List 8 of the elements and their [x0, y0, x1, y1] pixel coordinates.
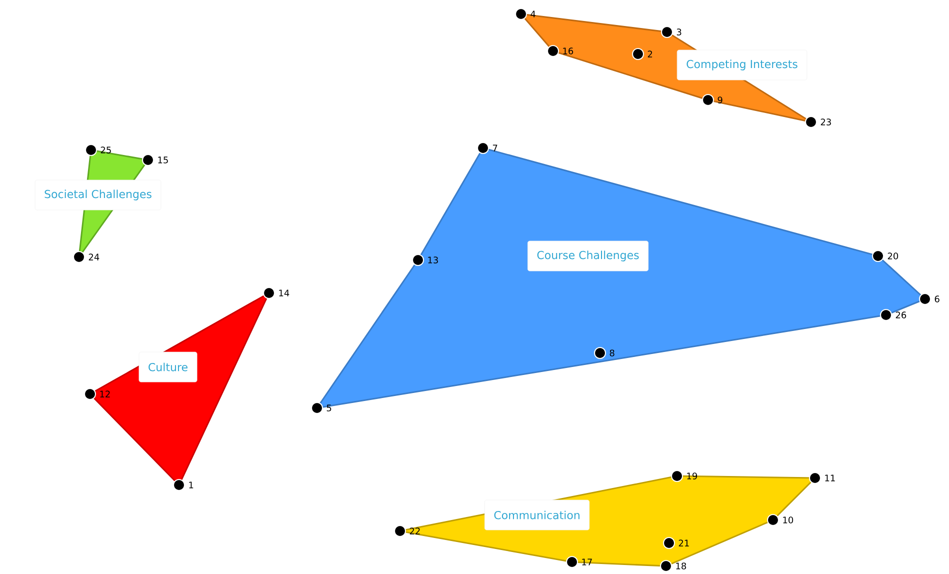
- label: 6: [934, 296, 940, 302]
- label: 23: [820, 118, 831, 126]
- label: 14: [279, 290, 290, 296]
- cluster-drawing: 25 15 24 Societal Challenges: [34, 144, 168, 263]
- label: 11: [825, 474, 835, 482]
- cluster-drawing: 14 1 12 Culture: [84, 287, 290, 491]
- cluster-drawing: 7 20 6 26 5 13 8 Course Challenges: [311, 142, 940, 414]
- label: 15: [158, 156, 168, 164]
